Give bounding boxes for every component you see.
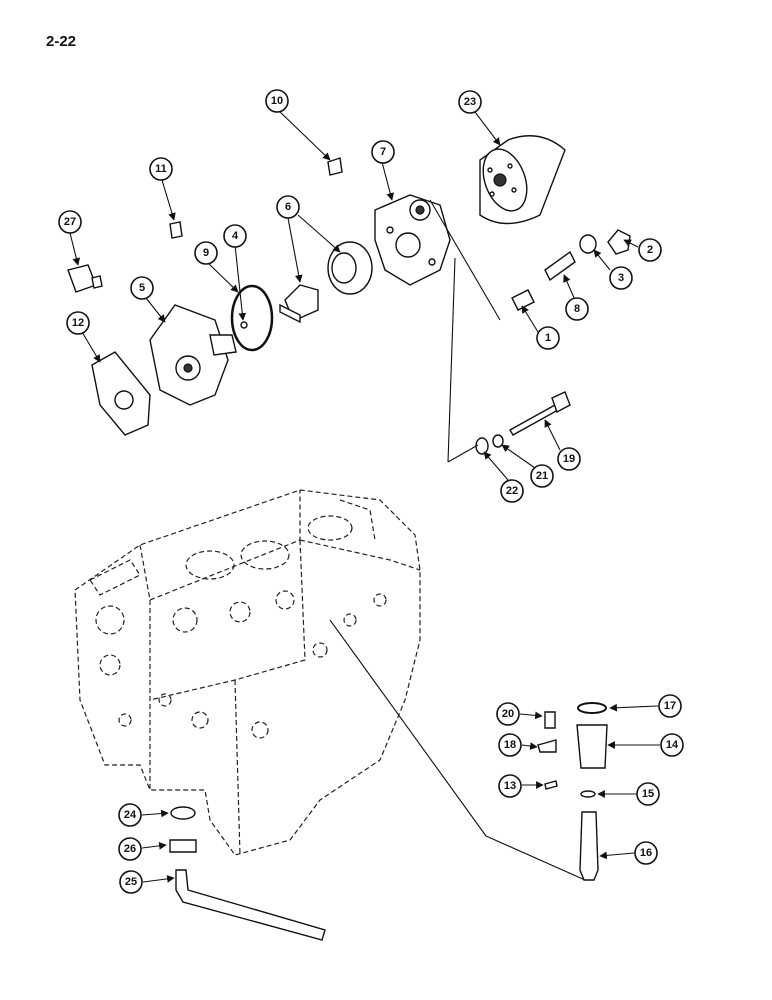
plug-10 xyxy=(327,157,343,176)
dipstick-tube-25 xyxy=(175,869,326,941)
svg-text:19: 19 xyxy=(563,453,575,465)
svg-text:20: 20 xyxy=(502,708,514,720)
callout-18: 18 xyxy=(498,733,522,757)
page-number: 2-22 xyxy=(46,33,77,50)
callout-17: 17 xyxy=(658,694,682,718)
callout-11: 11 xyxy=(149,157,173,181)
svg-text:27: 27 xyxy=(64,216,76,228)
svg-text:1: 1 xyxy=(545,332,551,344)
cap-2 xyxy=(607,229,631,255)
key-13 xyxy=(544,780,558,790)
svg-text:23: 23 xyxy=(464,96,476,108)
svg-text:25: 25 xyxy=(125,876,137,888)
callout-27: 27 xyxy=(58,210,82,234)
svg-text:5: 5 xyxy=(139,282,145,294)
svg-text:2: 2 xyxy=(647,244,653,256)
svg-text:26: 26 xyxy=(124,843,136,855)
svg-text:10: 10 xyxy=(271,95,283,107)
callout-15: 15 xyxy=(636,782,660,806)
callout-10: 10 xyxy=(265,89,289,113)
callout-6: 6 xyxy=(276,195,300,219)
washer-21 xyxy=(492,434,504,448)
spring-8 xyxy=(544,250,576,282)
washer-3 xyxy=(579,234,597,254)
callout-5: 5 xyxy=(130,276,154,300)
callout-3: 3 xyxy=(609,266,633,290)
clip-15 xyxy=(580,790,596,798)
callout-25: 25 xyxy=(119,870,143,894)
plug-11 xyxy=(169,221,183,239)
lock-plate-18 xyxy=(537,739,557,753)
svg-text:12: 12 xyxy=(72,317,84,329)
callout-21: 21 xyxy=(530,464,554,488)
leader-lines xyxy=(69,109,660,883)
svg-text:17: 17 xyxy=(664,700,676,712)
callout-19: 19 xyxy=(557,447,581,471)
pin-4 xyxy=(240,321,248,329)
svg-text:24: 24 xyxy=(124,809,137,821)
pressure-sender xyxy=(67,264,103,293)
svg-text:6: 6 xyxy=(285,201,291,213)
svg-text:22: 22 xyxy=(506,485,518,497)
washer-22 xyxy=(475,437,489,455)
svg-text:16: 16 xyxy=(640,847,652,859)
filter-adapter-housing xyxy=(374,194,451,286)
svg-text:21: 21 xyxy=(536,470,548,482)
washer-24 xyxy=(170,806,196,820)
bushing-14 xyxy=(576,724,608,769)
callout-24: 24 xyxy=(118,803,142,827)
o-ring-9 xyxy=(230,284,274,352)
svg-text:4: 4 xyxy=(232,230,239,242)
callout-16: 16 xyxy=(634,841,658,865)
svg-text:14: 14 xyxy=(666,739,679,751)
svg-text:15: 15 xyxy=(642,788,654,800)
svg-text:3: 3 xyxy=(618,272,624,284)
engine-block-outline xyxy=(74,489,421,856)
svg-text:9: 9 xyxy=(203,247,209,259)
o-ring-17 xyxy=(577,702,607,714)
callout-2: 2 xyxy=(638,238,662,262)
screw-20 xyxy=(544,711,556,729)
oil-pump-body xyxy=(149,304,237,406)
svg-text:7: 7 xyxy=(380,146,386,158)
callout-1: 1 xyxy=(536,326,560,350)
relief-valve-1 xyxy=(511,289,535,311)
callout-22: 22 xyxy=(500,479,524,503)
callout-14: 14 xyxy=(660,733,684,757)
svg-text:8: 8 xyxy=(574,303,580,315)
oil-filter xyxy=(479,135,566,225)
callout-20: 20 xyxy=(496,702,520,726)
callout-12: 12 xyxy=(66,311,90,335)
callout-4: 4 xyxy=(223,224,247,248)
rotor-set xyxy=(279,241,373,324)
callout-8: 8 xyxy=(565,297,589,321)
svg-text:18: 18 xyxy=(504,739,516,751)
callout-9: 9 xyxy=(194,241,218,265)
svg-text:13: 13 xyxy=(504,780,516,792)
callout-26: 26 xyxy=(118,837,142,861)
svg-text:11: 11 xyxy=(155,163,167,175)
callout-13: 13 xyxy=(498,774,522,798)
drive-shaft-16 xyxy=(579,811,599,881)
callout-23: 23 xyxy=(458,90,482,114)
callout-7: 7 xyxy=(371,140,395,164)
nut-26 xyxy=(169,839,197,853)
